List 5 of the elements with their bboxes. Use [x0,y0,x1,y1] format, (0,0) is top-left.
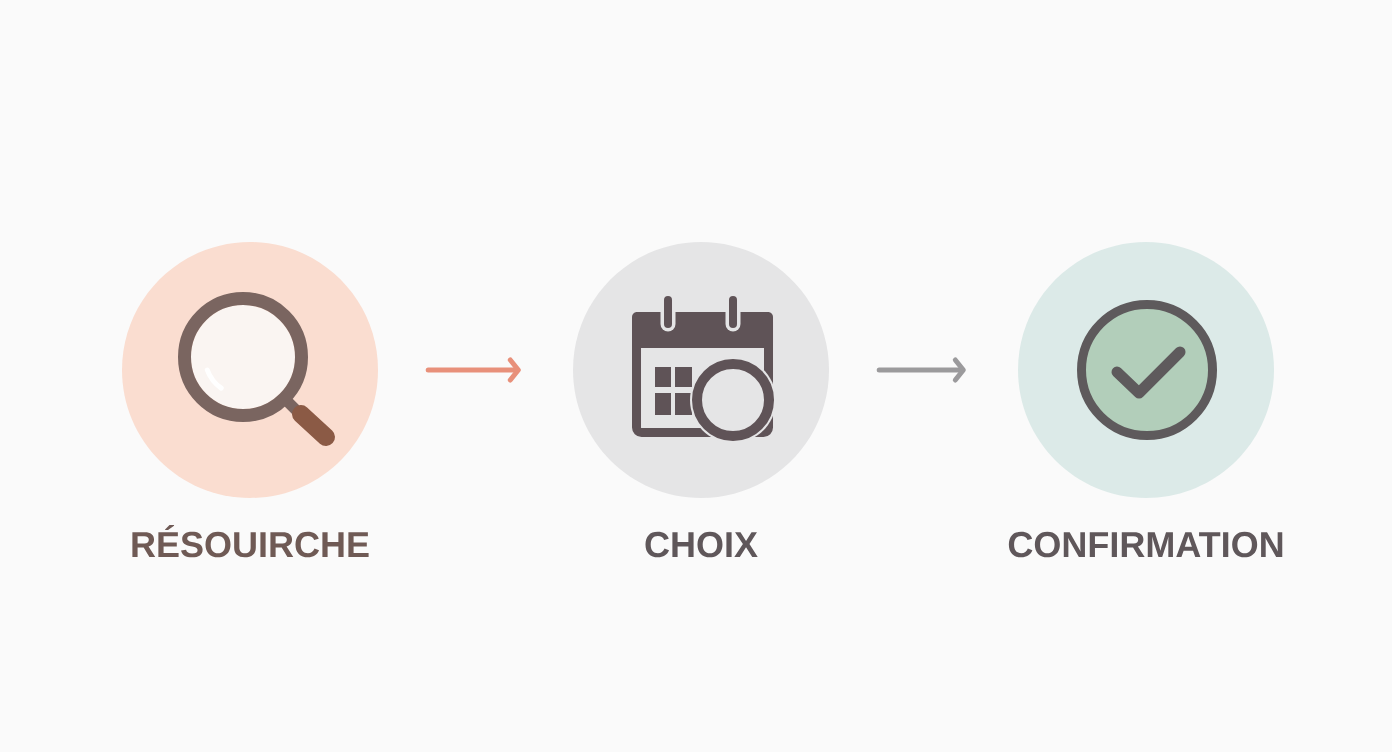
arrow [425,357,521,383]
arrow [876,357,966,383]
step-label: CHOIX [645,531,758,558]
step-label: CONFIRMATION [1008,531,1283,558]
step-label: RÉSOUIRCHE [132,525,369,558]
